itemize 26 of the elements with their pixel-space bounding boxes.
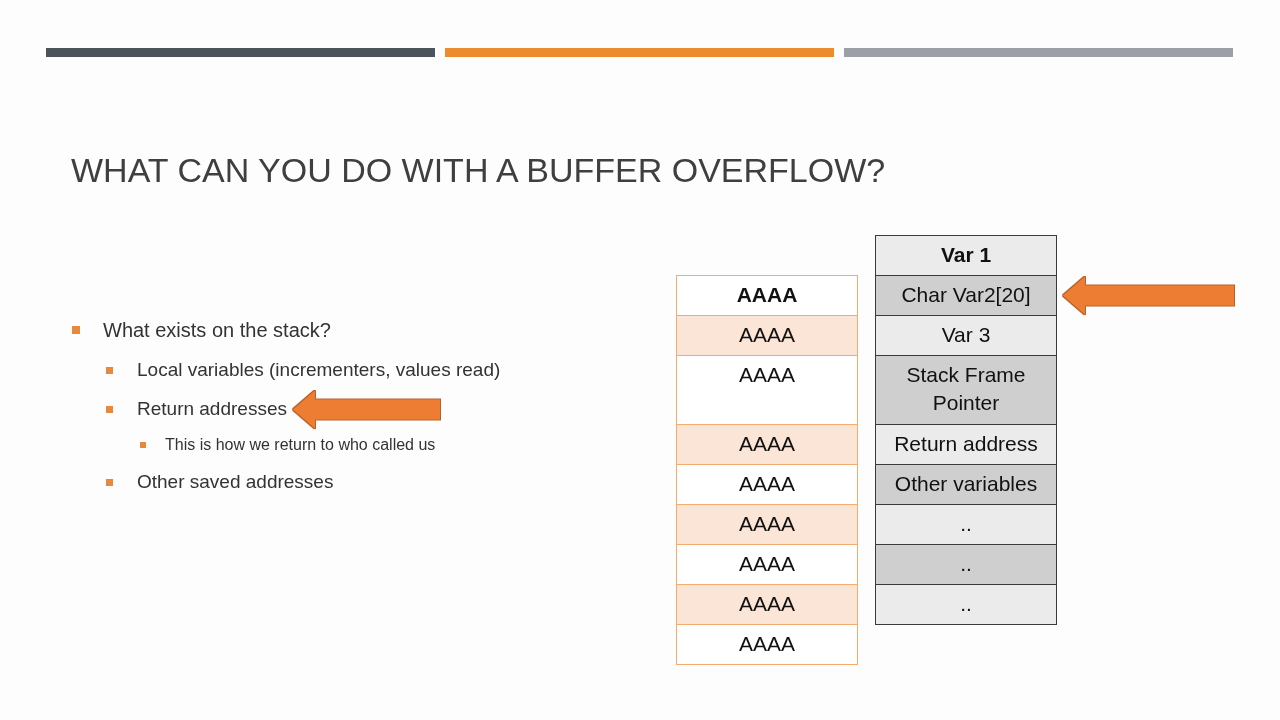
stack-cell: Stack Frame Pointer: [875, 355, 1057, 425]
buffer-cell: AAAA: [676, 584, 858, 625]
stack-cell: ..: [875, 584, 1057, 625]
block-arrow: [1063, 276, 1234, 315]
buffer-cell: AAAA: [676, 624, 858, 665]
buffer-cell: AAAA: [676, 504, 858, 545]
buffer-cell: AAAA: [676, 355, 858, 425]
bullet-text: Other saved addresses: [137, 470, 334, 494]
stack-cell: Other variables: [875, 464, 1057, 505]
bullet-text: Return addresses: [137, 397, 287, 421]
stack-cell: Char Var2[20]: [875, 275, 1057, 316]
bullet-text: This is how we return to who called us: [165, 435, 436, 455]
stack-cell: Var 3: [875, 315, 1057, 356]
buffer-cell: AAAA: [676, 315, 858, 356]
stack-cell: Var 1: [875, 235, 1057, 276]
block-arrow: [293, 390, 440, 429]
bullet-text: Local variables (incrementers, values read): [137, 358, 501, 382]
slide-title: WHAT CAN YOU DO WITH A BUFFER OVERFLOW?: [71, 150, 886, 191]
buffer-cell: AAAA: [676, 275, 858, 316]
stack-cell: ..: [875, 544, 1057, 585]
buffer-cell: AAAA: [676, 424, 858, 465]
bullet-text: What exists on the stack?: [103, 318, 331, 342]
stack-cell: Return address: [875, 424, 1057, 465]
buffer-cell: AAAA: [676, 464, 858, 505]
stack-cell: ..: [875, 504, 1057, 545]
buffer-cell: AAAA: [676, 544, 858, 585]
